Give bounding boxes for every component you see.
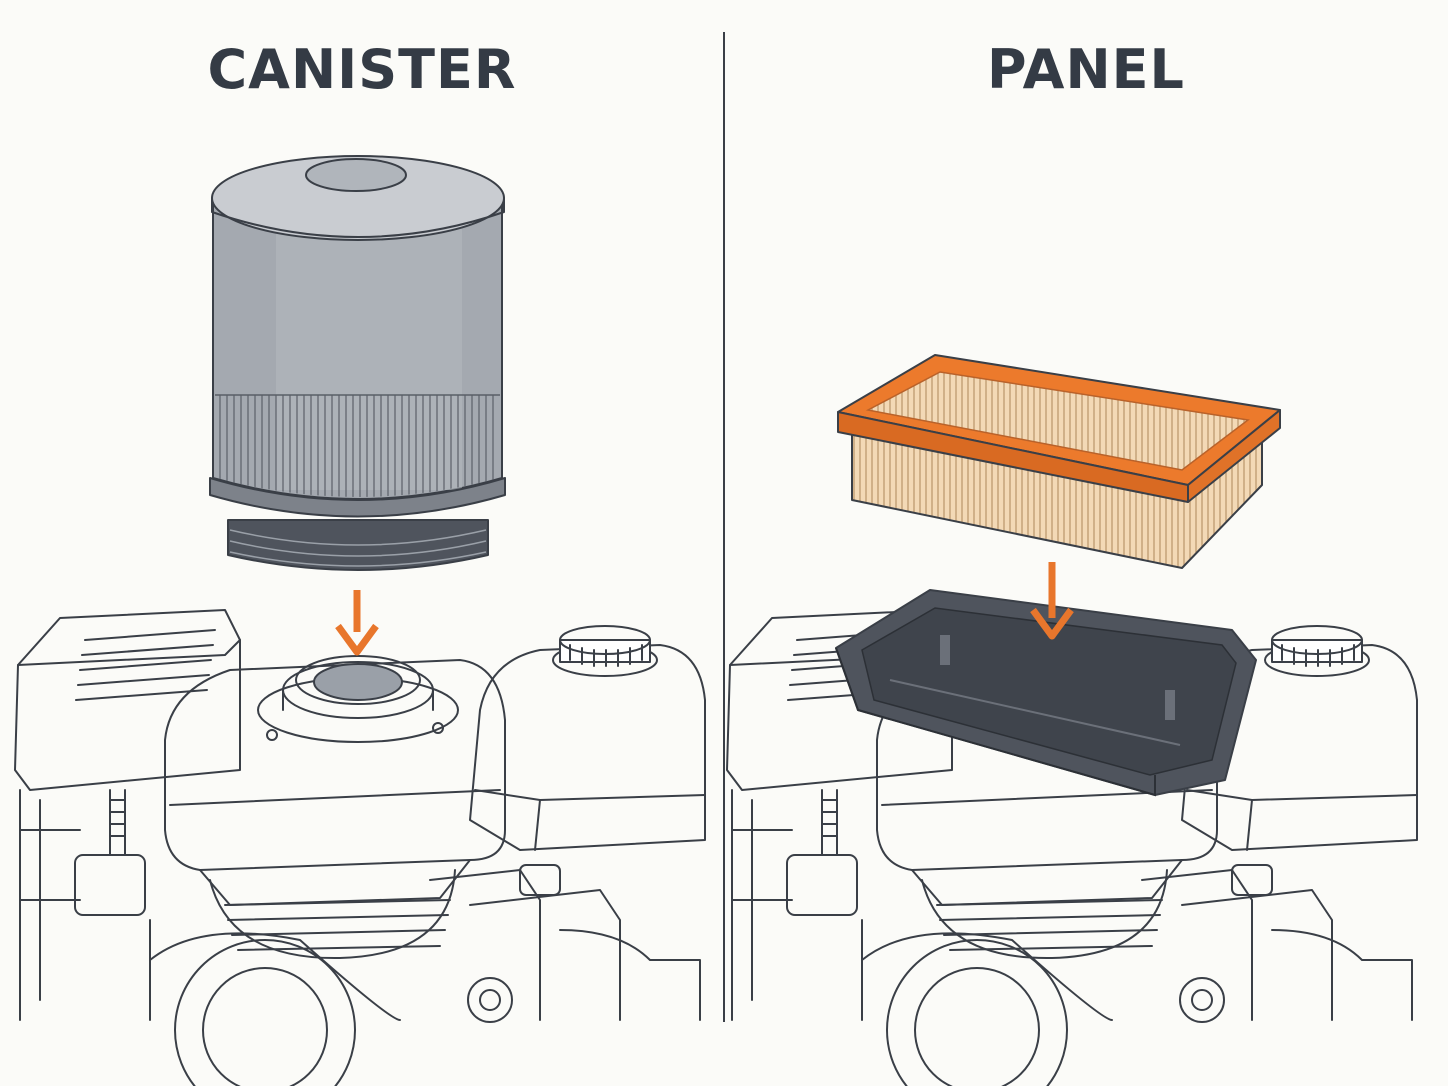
canister-engine [14,609,706,1086]
air-box-tray [835,589,1257,797]
canister-filter [209,155,506,571]
panel-title: PANEL [987,38,1185,101]
panel-filter [837,354,1281,569]
down-arrow-icon [1030,562,1074,640]
down-arrow-icon [335,590,379,656]
canister-title: CANISTER [207,38,517,101]
